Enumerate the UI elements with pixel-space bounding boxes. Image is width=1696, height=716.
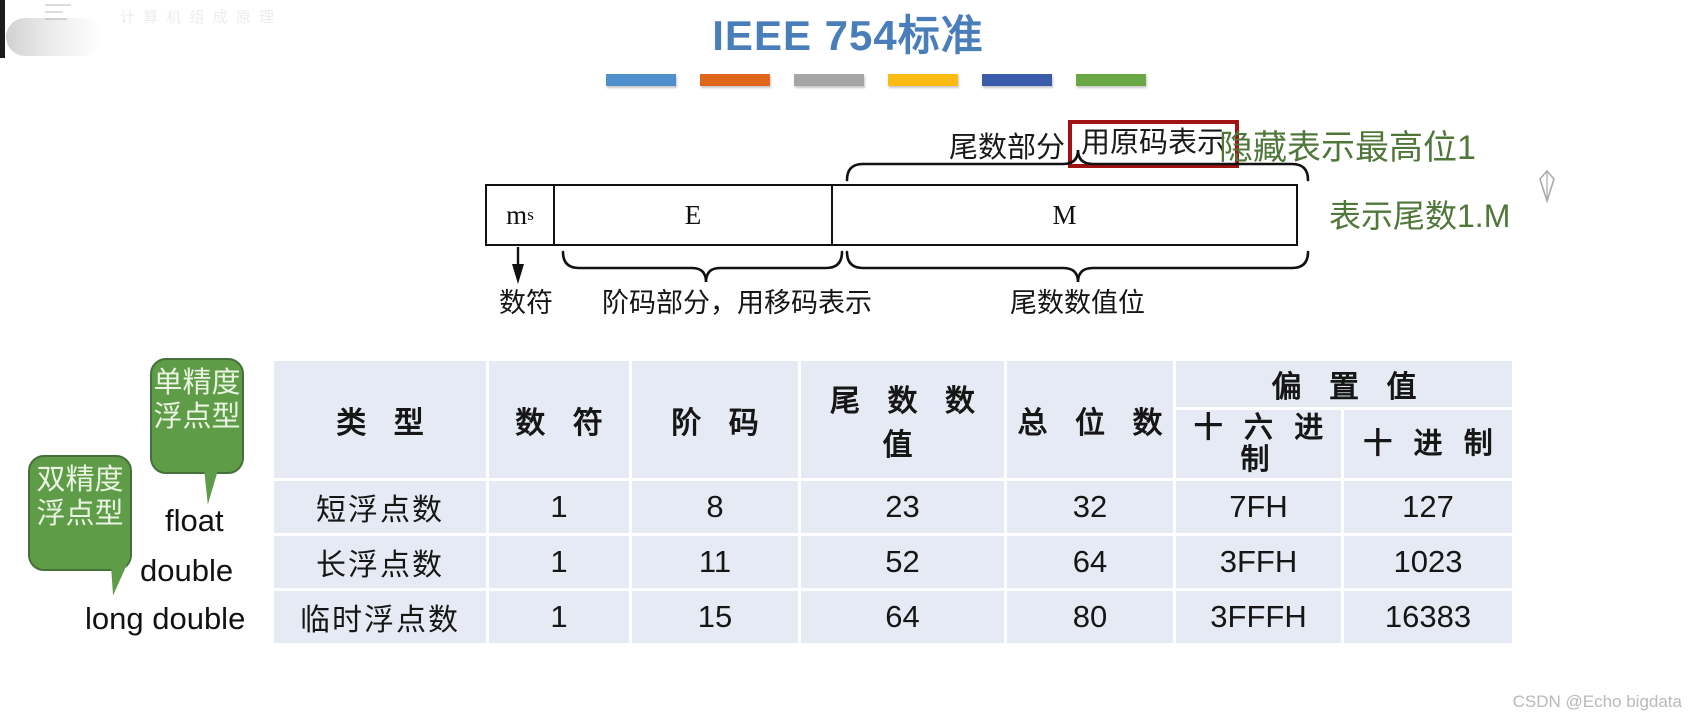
cell-bias-dec: 16383 [1344,591,1512,643]
float-format-table: 类 型 数 符 阶 码 尾 数 数 值 总 位 数 偏 置 值 十 六 进 制 … [274,361,1512,643]
cell-type: 短浮点数 [274,481,489,536]
caption-sign: 数符 [499,288,553,318]
type-label-float: float [165,503,224,538]
cell-exponent: 15 [632,591,801,643]
accent-bar-3 [888,74,958,86]
type-label-long-double: long double [85,601,246,636]
col-header-bias-group: 偏 置 值 [1176,361,1512,410]
mantissa-lower-brace [845,250,1310,283]
accent-bar-0 [606,74,676,86]
annotation-mantissa-1m: 表示尾数1.M [1329,198,1511,234]
table-header-row-2: 十 六 进 制 十 进 制 [274,410,1512,481]
ghost-pill-artifact [6,18,102,56]
cell-bias-hex: 7FH [1176,481,1344,536]
cell-sign: 1 [489,481,632,536]
accent-bar-group [606,74,1146,90]
col-header-total: 总 位 数 [1007,361,1176,481]
cell-total: 64 [1007,536,1176,591]
table-row: 短浮点数 1 8 23 32 7FH 127 [274,481,1512,536]
ghost-header-text: 计 算 机 组 成 原 理 [120,9,277,26]
pen-icon[interactable] [1534,170,1560,204]
page-title: IEEE 754标准 [712,12,984,59]
annotation-hidden-bit: 隐藏表示最高位1 [1219,129,1476,167]
table-row: 临时浮点数 1 15 64 80 3FFFH 16383 [274,591,1512,643]
cell-mantissa: 23 [801,481,1007,536]
col-header-bias-hex: 十 六 进 制 [1176,410,1344,481]
type-label-double: double [140,553,234,588]
caption-exponent: 阶码部分，用移码表示 [602,288,872,318]
col-header-bias-dec: 十 进 制 [1344,410,1512,481]
accent-bar-4 [982,74,1052,86]
watermark-text: CSDN @Echo bigdata [1512,692,1682,711]
exponent-brace [561,250,844,283]
cell-bias-dec: 1023 [1344,536,1512,591]
col-header-sign: 数 符 [489,361,632,481]
cell-bias-dec: 127 [1344,481,1512,536]
col-header-type: 类 型 [274,361,489,481]
cell-sign: 1 [489,591,632,643]
cell-exponent: 8 [632,481,801,536]
cell-bias-hex: 3FFFH [1176,591,1344,643]
callout-double-precision: 双精度浮点型 [28,455,132,571]
bit-field-sign-label: m [506,199,528,230]
table-header-row-1: 类 型 数 符 阶 码 尾 数 数 值 总 位 数 偏 置 值 [274,361,1512,481]
table-row: 长浮点数 1 11 52 64 3FFH 1023 [274,536,1512,591]
callout-single-precision: 单精度浮点型 [150,358,244,474]
cell-sign: 1 [489,536,632,591]
callout-double-precision-tail [110,564,130,596]
ghost-lines-icon [45,4,75,24]
col-header-exponent: 阶 码 [632,361,801,481]
accent-bar-2 [794,74,864,86]
cell-mantissa: 52 [801,536,1007,591]
left-edge-bar [0,0,5,58]
bit-field-sign-subscript: s [527,205,534,224]
cell-mantissa: 64 [801,591,1007,643]
table-head: 类 型 数 符 阶 码 尾 数 数 值 总 位 数 偏 置 值 十 六 进 制 … [274,361,1512,481]
callout-single-precision-tail [204,469,222,505]
cell-total: 80 [1007,591,1176,643]
cell-bias-hex: 3FFH [1176,536,1344,591]
cell-total: 32 [1007,481,1176,536]
cell-type: 临时浮点数 [274,591,489,643]
cell-type: 长浮点数 [274,536,489,591]
sign-arrow-icon [512,247,524,284]
cell-exponent: 11 [632,536,801,591]
caption-mantissa: 尾数数值位 [1010,288,1145,318]
bit-field-exponent: E [555,186,833,244]
table-body: 短浮点数 1 8 23 32 7FH 127 长浮点数 1 11 52 64 3… [274,481,1512,643]
accent-bar-1 [700,74,770,86]
col-header-mantissa: 尾 数 数 值 [801,361,1007,481]
bit-field-mantissa: M [833,186,1296,244]
annotation-boxed-sign-magnitude: 用原码表示 [1068,120,1240,169]
accent-bar-5 [1076,74,1146,86]
